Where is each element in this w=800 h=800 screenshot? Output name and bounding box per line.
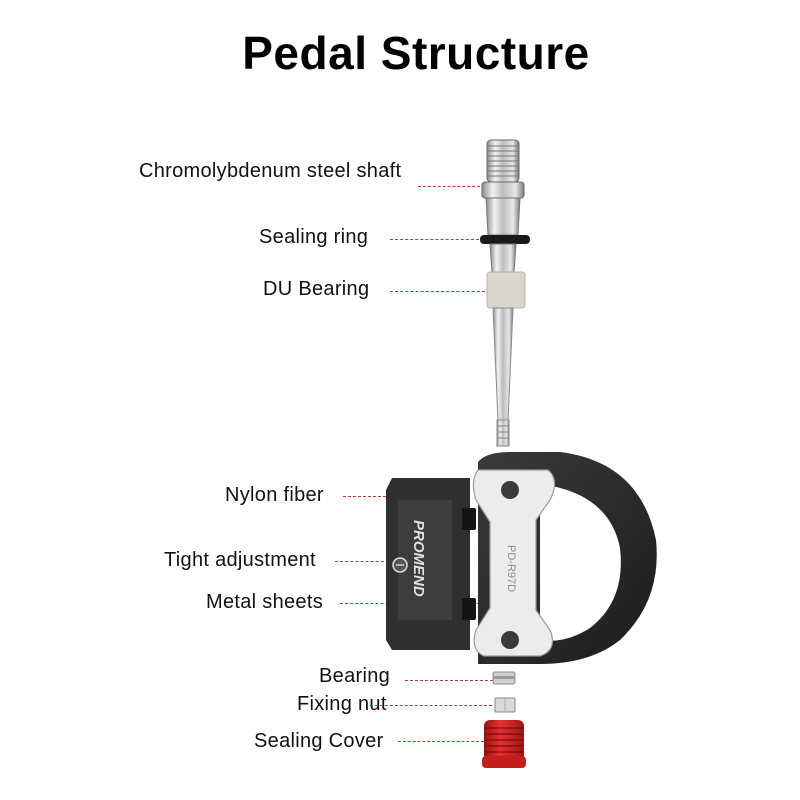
bearing-part bbox=[493, 672, 515, 684]
model-text: PD-R97D bbox=[505, 545, 517, 592]
steel-shaft bbox=[480, 140, 530, 446]
pedal-body: PROMEND PD-R97D bbox=[386, 452, 657, 664]
brand-logo-text: PROMEND bbox=[410, 520, 427, 597]
sealing-cover-part bbox=[482, 720, 526, 768]
fixing-nut-part bbox=[495, 698, 515, 712]
